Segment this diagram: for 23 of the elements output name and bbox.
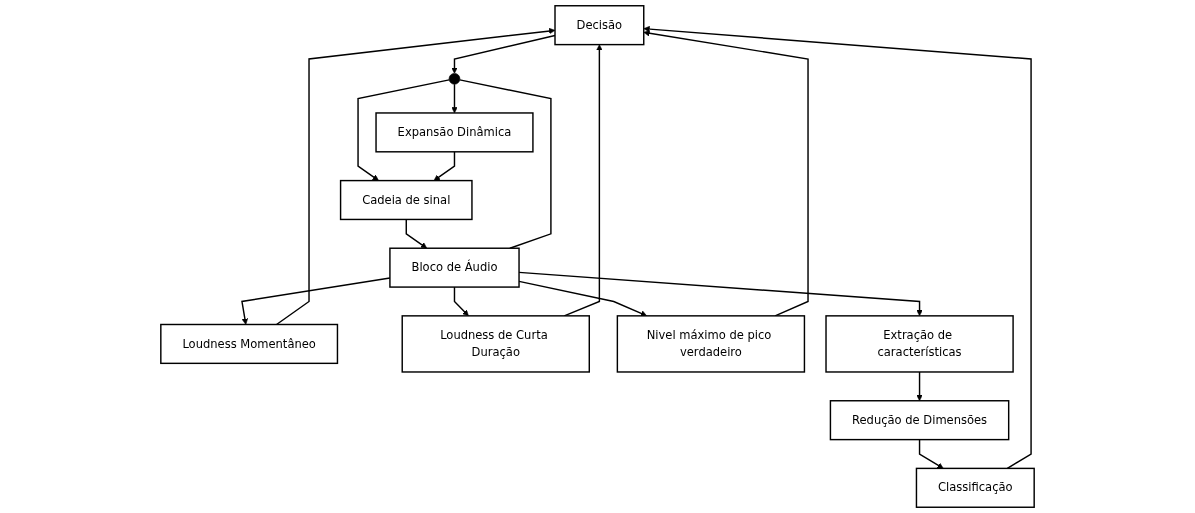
node-box: Expansão Dinâmica <box>375 112 534 153</box>
node-box: Loudness de Curta Duração <box>401 315 590 373</box>
arrow <box>643 30 809 317</box>
arrow <box>453 286 469 317</box>
node-box: Decisão <box>554 5 645 46</box>
node-box: Nivel máximo de pico verdadeiro <box>616 315 806 373</box>
arrow <box>433 151 456 181</box>
arrow <box>451 83 458 114</box>
node-switch <box>448 73 461 85</box>
arrow <box>918 438 944 469</box>
arrow <box>643 25 1032 470</box>
node-box: Cadeia de sinal <box>339 179 473 221</box>
node-box: Classificação <box>915 467 1035 508</box>
arrow <box>405 218 428 249</box>
arrow <box>275 27 556 326</box>
node-box: Loudness Momentâneo <box>160 323 339 365</box>
arrow <box>916 371 923 402</box>
connector <box>459 79 552 249</box>
arrow <box>357 79 450 181</box>
arrow <box>451 34 556 74</box>
node-box: Redução de Dimensões <box>829 400 1010 441</box>
node-box: Bloco de Áudio <box>389 247 520 288</box>
node-box: Extração de características <box>825 315 1014 373</box>
